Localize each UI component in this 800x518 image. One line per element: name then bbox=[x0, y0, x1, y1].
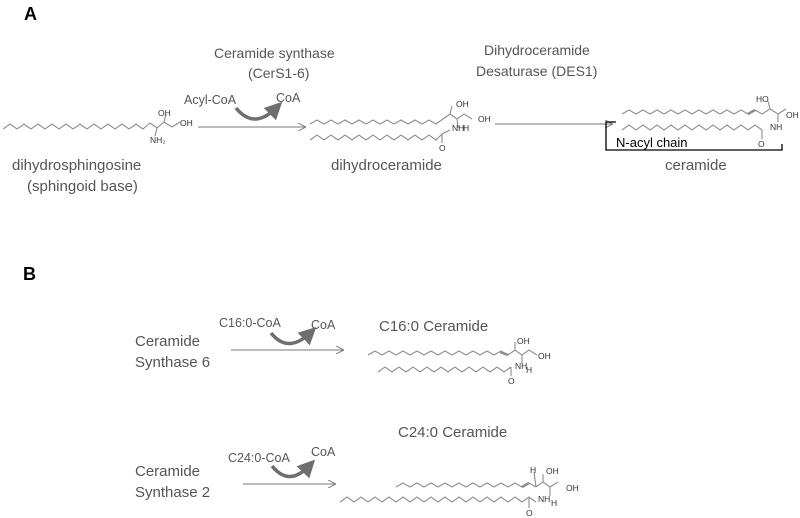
enzyme-ceramide-synthase: Ceramide synthase bbox=[214, 45, 335, 61]
c16-ceramide-structure: OH OH NH H O bbox=[367, 336, 551, 386]
dihydroceramide-structure: OH OH NH H O bbox=[309, 99, 491, 153]
c24-coa-label: C24:0-CoA bbox=[228, 451, 290, 465]
o-label: O bbox=[526, 508, 533, 518]
o-label: O bbox=[758, 139, 765, 149]
coa-label: CoA bbox=[276, 91, 301, 105]
coa-label: CoA bbox=[311, 445, 336, 459]
sphingoid-chain bbox=[621, 109, 756, 115]
c16-ceramide-name: C16:0 Ceramide bbox=[379, 318, 488, 335]
enzyme-desaturase: Desaturase (DES1) bbox=[476, 63, 597, 79]
nh-label: NH bbox=[515, 361, 527, 371]
h-label: H bbox=[463, 123, 469, 133]
ho-label: HO bbox=[756, 94, 769, 104]
substrate-name: dihydrosphingosine bbox=[12, 157, 141, 174]
n-acyl-bracket bbox=[605, 121, 783, 151]
oh-label: OH bbox=[517, 336, 530, 346]
oh-label: OH bbox=[546, 466, 559, 476]
n-acyl-label: N-acyl chain bbox=[616, 135, 688, 150]
oh-label: OH bbox=[478, 114, 491, 124]
enzyme-cers-isoforms: (CerS1-6) bbox=[248, 65, 309, 81]
nh-label: NH bbox=[538, 494, 550, 504]
sphingoid-headgroup bbox=[149, 121, 181, 129]
acyl-coa-label: Acyl-CoA bbox=[184, 93, 237, 107]
oh-label: OH bbox=[786, 110, 799, 120]
nh-label: NH bbox=[452, 123, 464, 133]
oh-label: OH bbox=[158, 108, 171, 118]
sphingoid-chain bbox=[2, 122, 151, 130]
enzyme-dihydroceramide: Dihydroceramide bbox=[484, 42, 590, 58]
oh-label: OH bbox=[538, 351, 551, 361]
n-acyl-chain bbox=[621, 124, 763, 131]
nh2-label: NH₂ bbox=[150, 135, 166, 145]
n-acyl-chain bbox=[339, 496, 537, 503]
nh-label: NH bbox=[770, 122, 782, 132]
substrate-subtitle: (sphingoid base) bbox=[27, 178, 138, 195]
panel-b-label: B bbox=[23, 264, 36, 284]
c24-ceramide-structure: H OH OH NH H O bbox=[339, 465, 579, 518]
enzyme-cers2-line1: Ceramide bbox=[135, 463, 200, 480]
n-acyl-chain bbox=[377, 366, 512, 373]
o-label: O bbox=[508, 376, 515, 386]
dihydrosphingosine-structure: OH OH NH₂ bbox=[2, 108, 193, 145]
c24-ceramide-name: C24:0 Ceramide bbox=[398, 424, 507, 441]
sphingoid-chain bbox=[395, 482, 530, 488]
n-acyl-chain bbox=[309, 133, 443, 141]
h-label: H bbox=[551, 498, 557, 508]
coa-label: CoA bbox=[311, 318, 336, 332]
sphingoid-chain bbox=[309, 118, 444, 125]
enzyme-cers6-line1: Ceramide bbox=[135, 333, 200, 350]
cofactor-curved-arrow bbox=[234, 101, 283, 121]
oh-label: OH bbox=[180, 118, 193, 128]
ceramide-structure: HO OH NH O bbox=[621, 94, 799, 149]
product1-name: dihydroceramide bbox=[331, 157, 442, 174]
panel-a-label: A bbox=[24, 4, 37, 24]
o-label: O bbox=[439, 143, 446, 153]
oh-label: OH bbox=[456, 99, 469, 109]
cofactor-curved-arrow bbox=[269, 326, 317, 346]
sphingoid-chain bbox=[367, 350, 509, 356]
product2-name: ceramide bbox=[665, 157, 727, 174]
c16-coa-label: C16:0-CoA bbox=[219, 316, 281, 330]
enzyme-cers6-line2: Synthase 6 bbox=[135, 354, 210, 371]
oh-label: OH bbox=[566, 483, 579, 493]
h-label: H bbox=[530, 465, 536, 475]
h-label: H bbox=[526, 365, 532, 375]
enzyme-cers2-line2: Synthase 2 bbox=[135, 484, 210, 501]
cofactor-curved-arrow bbox=[270, 459, 316, 479]
